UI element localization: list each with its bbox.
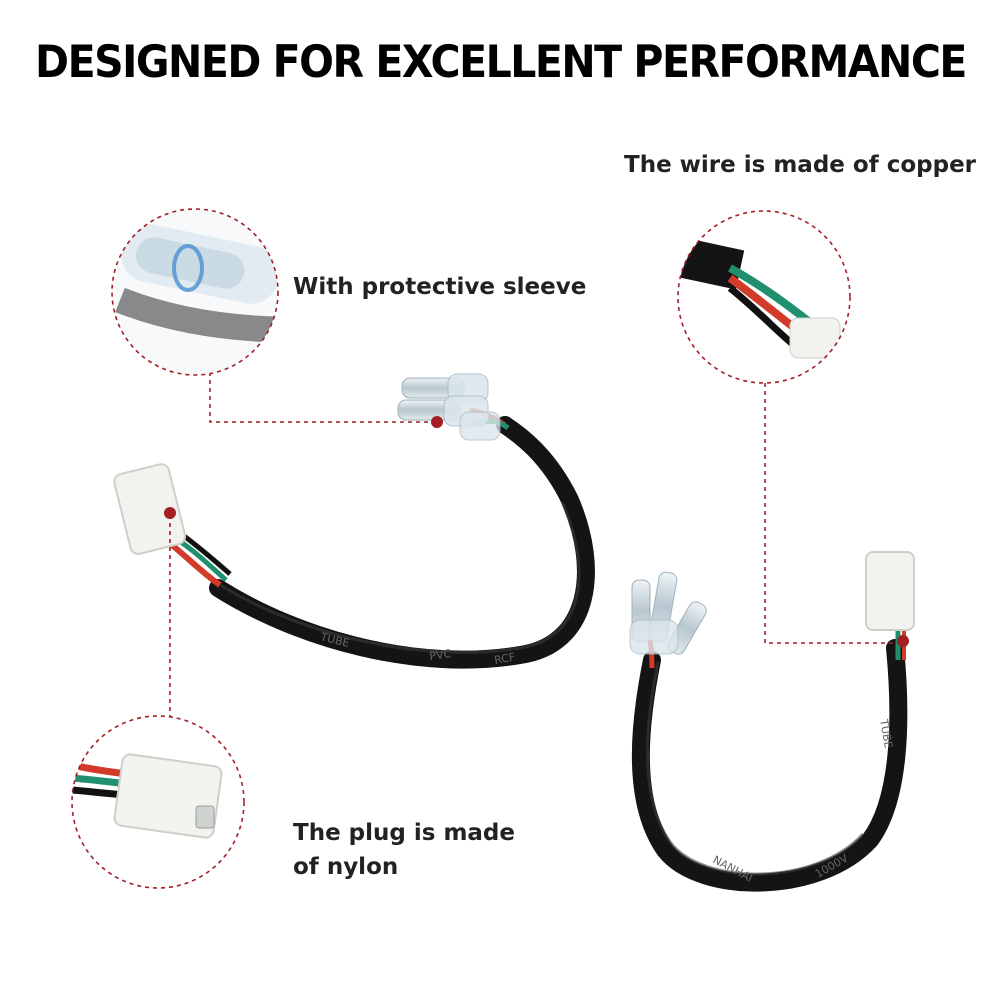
nylon-plug-caption-line1: The plug is made <box>293 820 515 846</box>
right-cable-print-3: TUBE <box>877 717 895 749</box>
nylon-plug-caption-line2: of nylon <box>293 854 399 880</box>
copper-zoom-circle <box>677 210 851 384</box>
right-nylon-plug <box>865 551 915 631</box>
sleeve-marker-dot <box>431 416 443 428</box>
left-cable-jacket <box>209 416 595 669</box>
copper-leader-line <box>764 383 903 644</box>
plug-marker-dot <box>164 507 176 519</box>
right-bullet-terminals <box>629 571 707 655</box>
sleeve-leader-line <box>209 372 437 423</box>
protective-sleeve-caption: With protective sleeve <box>293 274 587 300</box>
left-cable-print-3: RCF <box>493 650 516 666</box>
left-red-wire <box>170 542 222 588</box>
right-cable-jacket <box>631 639 908 892</box>
right-wire-harness: NANHAI 1000V TUBE <box>629 551 915 892</box>
sleeve-zoom-circle <box>111 208 279 376</box>
nylon-plug-caption: The plug is made of nylon <box>293 816 515 884</box>
copper-wire-caption: The wire is made of copper <box>624 152 977 178</box>
page-title: DESIGNED FOR EXCELLENT PERFORMANCE <box>35 36 967 88</box>
callout-leader-lines <box>169 372 903 716</box>
plug-zoom-circle <box>71 715 245 889</box>
copper-marker-dot <box>897 635 909 647</box>
left-nylon-plug <box>113 463 187 555</box>
left-cable-print-1: PVC <box>429 647 453 663</box>
left-wire-harness: PVC TUBE RCF <box>113 373 595 669</box>
left-bullet-terminals <box>397 373 501 441</box>
